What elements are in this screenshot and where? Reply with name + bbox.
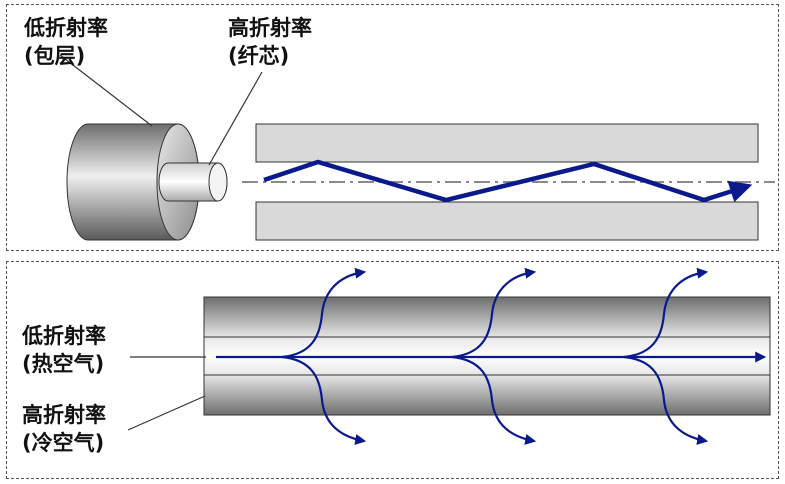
ray-branch-up-2	[451, 267, 537, 359]
mirage-rays	[216, 267, 767, 445]
label-cladding-line1: 低折射率	[24, 16, 108, 40]
fiber-panel	[6, 4, 779, 251]
label-cold-air-line1: 高折射率	[22, 403, 106, 427]
fiber-core-protrusion	[158, 162, 228, 202]
ray-branch-up-1	[281, 267, 367, 359]
label-cold-air-line2: (冷空气)	[22, 431, 105, 455]
label-cladding-line2: (包层)	[24, 44, 86, 68]
ray-branch-up-3	[623, 267, 709, 359]
label-hot-air-line1: 低折射率	[22, 324, 106, 348]
label-cold-air: 高折射率 (冷空气)	[22, 401, 106, 457]
fiber-light-ray	[263, 159, 753, 203]
label-cladding: 低折射率 (包层)	[24, 14, 108, 70]
ray-branch-down-2	[451, 355, 537, 445]
label-core-line1: 高折射率	[228, 16, 312, 40]
leader-cold-air	[127, 395, 206, 431]
ray-branch-down-3	[623, 355, 709, 445]
leader-cladding	[59, 54, 153, 127]
label-hot-air-line2: (热空气)	[22, 352, 105, 376]
leader-core	[208, 71, 263, 166]
label-hot-air: 低折射率 (热空气)	[22, 322, 106, 378]
ray-branch-down-1	[281, 355, 367, 445]
label-core-line2: (纤芯)	[228, 44, 290, 68]
mirage-panel	[6, 261, 779, 479]
label-core: 高折射率 (纤芯)	[228, 14, 312, 70]
